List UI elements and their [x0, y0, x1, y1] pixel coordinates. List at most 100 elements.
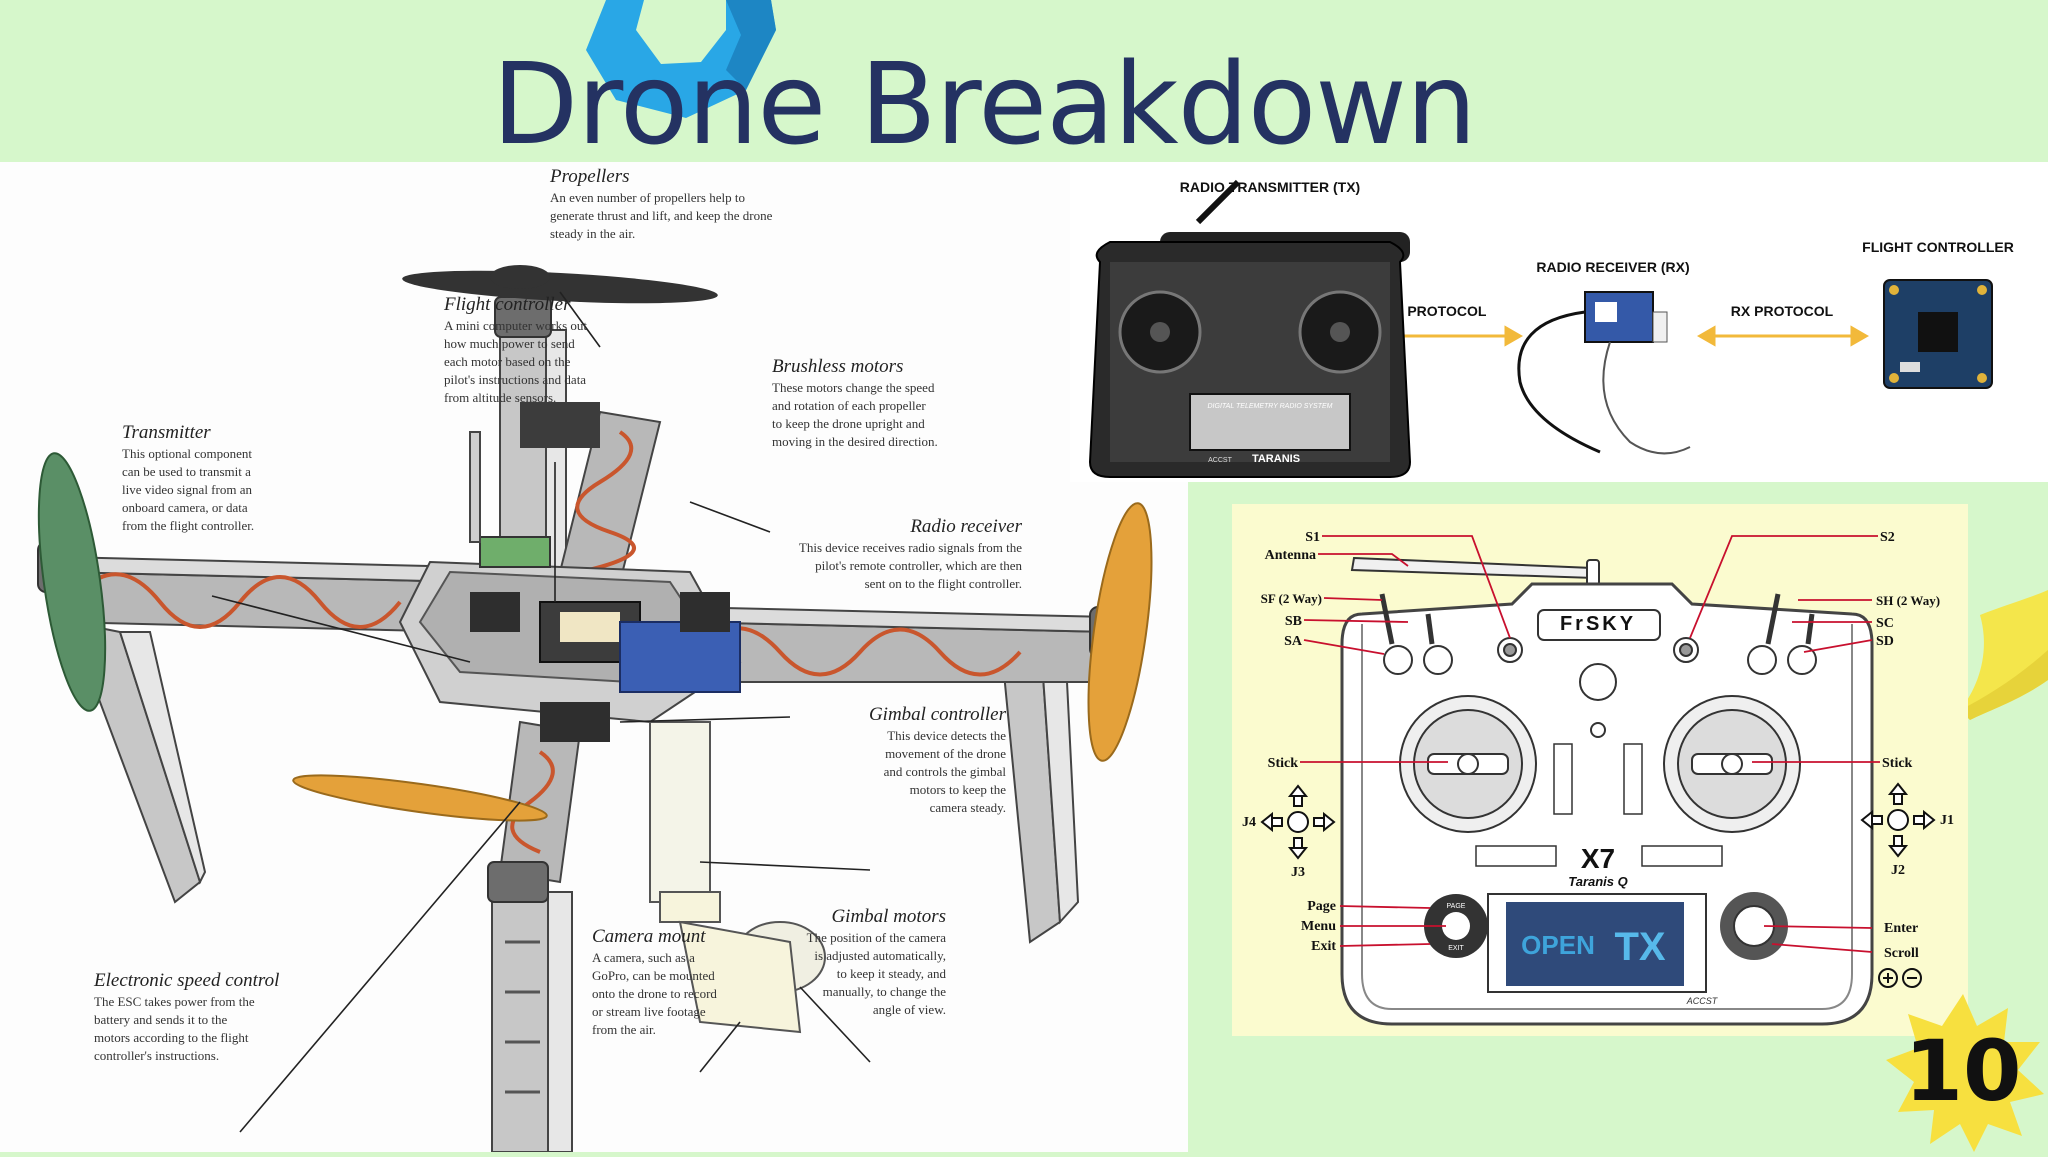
- callout-line: motors according to the flight: [94, 1030, 249, 1045]
- enter-scroll-wheel: [1720, 892, 1788, 960]
- logo-emblem: [1579, 663, 1617, 701]
- transmitter-heading: RADIO TRANSMITTER (TX): [1180, 179, 1360, 195]
- callout-line: each motor based on the: [444, 354, 571, 369]
- label-j4: J4: [1242, 815, 1256, 830]
- signal-chain-panel: RADIO TRANSMITTER (TX) RADIO RECEIVER (R…: [1070, 162, 2048, 482]
- callout-line: The ESC takes power from the: [94, 994, 255, 1009]
- label-sb: SB: [1285, 614, 1302, 629]
- callout-line: This optional component: [122, 446, 252, 461]
- label-j2: J2: [1891, 863, 1905, 878]
- callout-line: These motors change the speed: [772, 380, 935, 395]
- screen-tx-text: TX: [1614, 925, 1665, 969]
- right-stick: [1663, 695, 1801, 833]
- callout-line: moving in the desired direction.: [772, 434, 938, 449]
- callout-heading: Propellers: [549, 166, 630, 187]
- star-burst-icon: [1886, 994, 2044, 1152]
- propeller-left: [37, 452, 107, 712]
- callout-line: how much power to send: [444, 336, 575, 351]
- callout-line: angle of view.: [873, 1002, 946, 1017]
- j-direction-arrows-right: [1860, 782, 1936, 858]
- callout-line: to keep the drone upright and: [772, 416, 925, 431]
- controller-diagram-panel: FrSKY X7 Taranis Q OPEN TX ACCST: [1232, 504, 1968, 1036]
- label-exit: Exit: [1311, 939, 1336, 954]
- controller-maker: ACCST: [1686, 996, 1719, 1006]
- left-stick: [1399, 695, 1537, 833]
- drone-diagram-panel: Propellers An even number of propellers h…: [0, 162, 1188, 1153]
- gimbal-camera: [649, 721, 826, 1034]
- model-label: X7: [1581, 843, 1615, 874]
- callout-line: to keep it steady, and: [837, 966, 947, 981]
- propeller-front: [292, 774, 548, 822]
- callout-line: pilot's instructions and data: [444, 372, 586, 387]
- radio-receiver-image: [1517, 291, 1691, 455]
- rx-protocol-label: RX PROTOCOL: [1731, 303, 1834, 319]
- slide-title: Drone Breakdown: [492, 40, 1477, 170]
- model-subtitle: Taranis Q: [1568, 874, 1627, 889]
- scroll-plus-minus-icons: [1878, 968, 1922, 988]
- label-enter: Enter: [1884, 921, 1918, 936]
- callout-heading: Camera mount: [592, 926, 706, 947]
- display-screen: [1506, 902, 1684, 986]
- label-stick-right: Stick: [1882, 756, 1913, 771]
- label-scroll: Scroll: [1884, 946, 1919, 961]
- tx-brand: TARANIS: [1252, 453, 1300, 465]
- callout-camera-mount: Camera mount A camera, such as a GoPro, ca…: [592, 926, 717, 1037]
- callout-line: and rotation of each propeller: [772, 398, 926, 413]
- label-j3: J3: [1291, 865, 1305, 880]
- callout-line: battery and sends it to the: [94, 1012, 227, 1027]
- callout-line: GoPro, can be mounted: [592, 968, 715, 983]
- flight-controller-image: [1883, 279, 1993, 389]
- callout-line: A camera, such as a: [592, 950, 695, 965]
- callout-line: This device receives radio signals from …: [799, 540, 1022, 555]
- callout-line: live video signal from an: [122, 482, 252, 497]
- page-menu-exit-buttons: PAGE EXIT: [1424, 894, 1488, 958]
- blue-ribbon-decoration: [586, 0, 776, 118]
- flight-controller-heading: FLIGHT CONTROLLER: [1862, 239, 2014, 255]
- tx-protocol-label: TX PROTOCOL: [1386, 303, 1487, 319]
- callout-heading: Brushless motors: [772, 356, 903, 377]
- svg-text:EXIT: EXIT: [1448, 945, 1464, 952]
- callout-line: The position of the camera: [807, 930, 947, 945]
- callout-line: controller's instructions.: [94, 1048, 219, 1063]
- callout-heading: Electronic speed control: [93, 970, 279, 991]
- label-j1: J1: [1940, 813, 1954, 828]
- callout-line: manually, to change the: [823, 984, 947, 999]
- callout-line: sent on to the flight controller.: [865, 576, 1022, 591]
- callout-line: steady in the air.: [550, 226, 635, 241]
- callout-line: generate thrust and lift, and keep the d…: [550, 208, 773, 223]
- callout-heading: Flight controller: [443, 294, 571, 315]
- label-stick-left: Stick: [1268, 756, 1299, 771]
- propeller-right: [1087, 502, 1153, 762]
- callout-line: from altitude sensors.: [444, 390, 556, 405]
- page-number: 10: [1904, 1022, 2022, 1120]
- screen-open-text: OPEN: [1521, 930, 1595, 960]
- callout-line: A mini computer works out: [444, 318, 587, 333]
- svg-text:PAGE: PAGE: [1447, 903, 1466, 910]
- tx-maker: ACCST: [1208, 457, 1232, 464]
- label-antenna: Antenna: [1265, 548, 1316, 563]
- drone-illustration: Propellers An even number of propellers h…: [37, 166, 1153, 1153]
- callout-lines: [211, 291, 871, 1133]
- page-number-badge: 10: [1878, 990, 2048, 1152]
- callout-line: movement of the drone: [885, 746, 1006, 761]
- callout-line: from the air.: [592, 1022, 656, 1037]
- callout-line: onboard camera, or data: [122, 500, 248, 515]
- callout-line: and controls the gimbal: [884, 764, 1007, 779]
- tx-screen-caption: DIGITAL TELEMETRY RADIO SYSTEM: [1208, 403, 1333, 410]
- propeller-top: [402, 270, 718, 304]
- controller-leader-lines: [1300, 535, 1880, 953]
- callout-line: An even number of propellers help to: [550, 190, 745, 205]
- callout-line: from the flight controller.: [122, 518, 254, 533]
- label-page: Page: [1307, 899, 1336, 914]
- yellow-ribbon-decoration: [1960, 590, 2048, 720]
- callout-line: pilot's remote controller, which are the…: [815, 558, 1022, 573]
- label-sh: SH (2 Way): [1876, 593, 1940, 608]
- callout-line: motors to keep the: [910, 782, 1007, 797]
- j-direction-arrows-left: [1260, 784, 1336, 860]
